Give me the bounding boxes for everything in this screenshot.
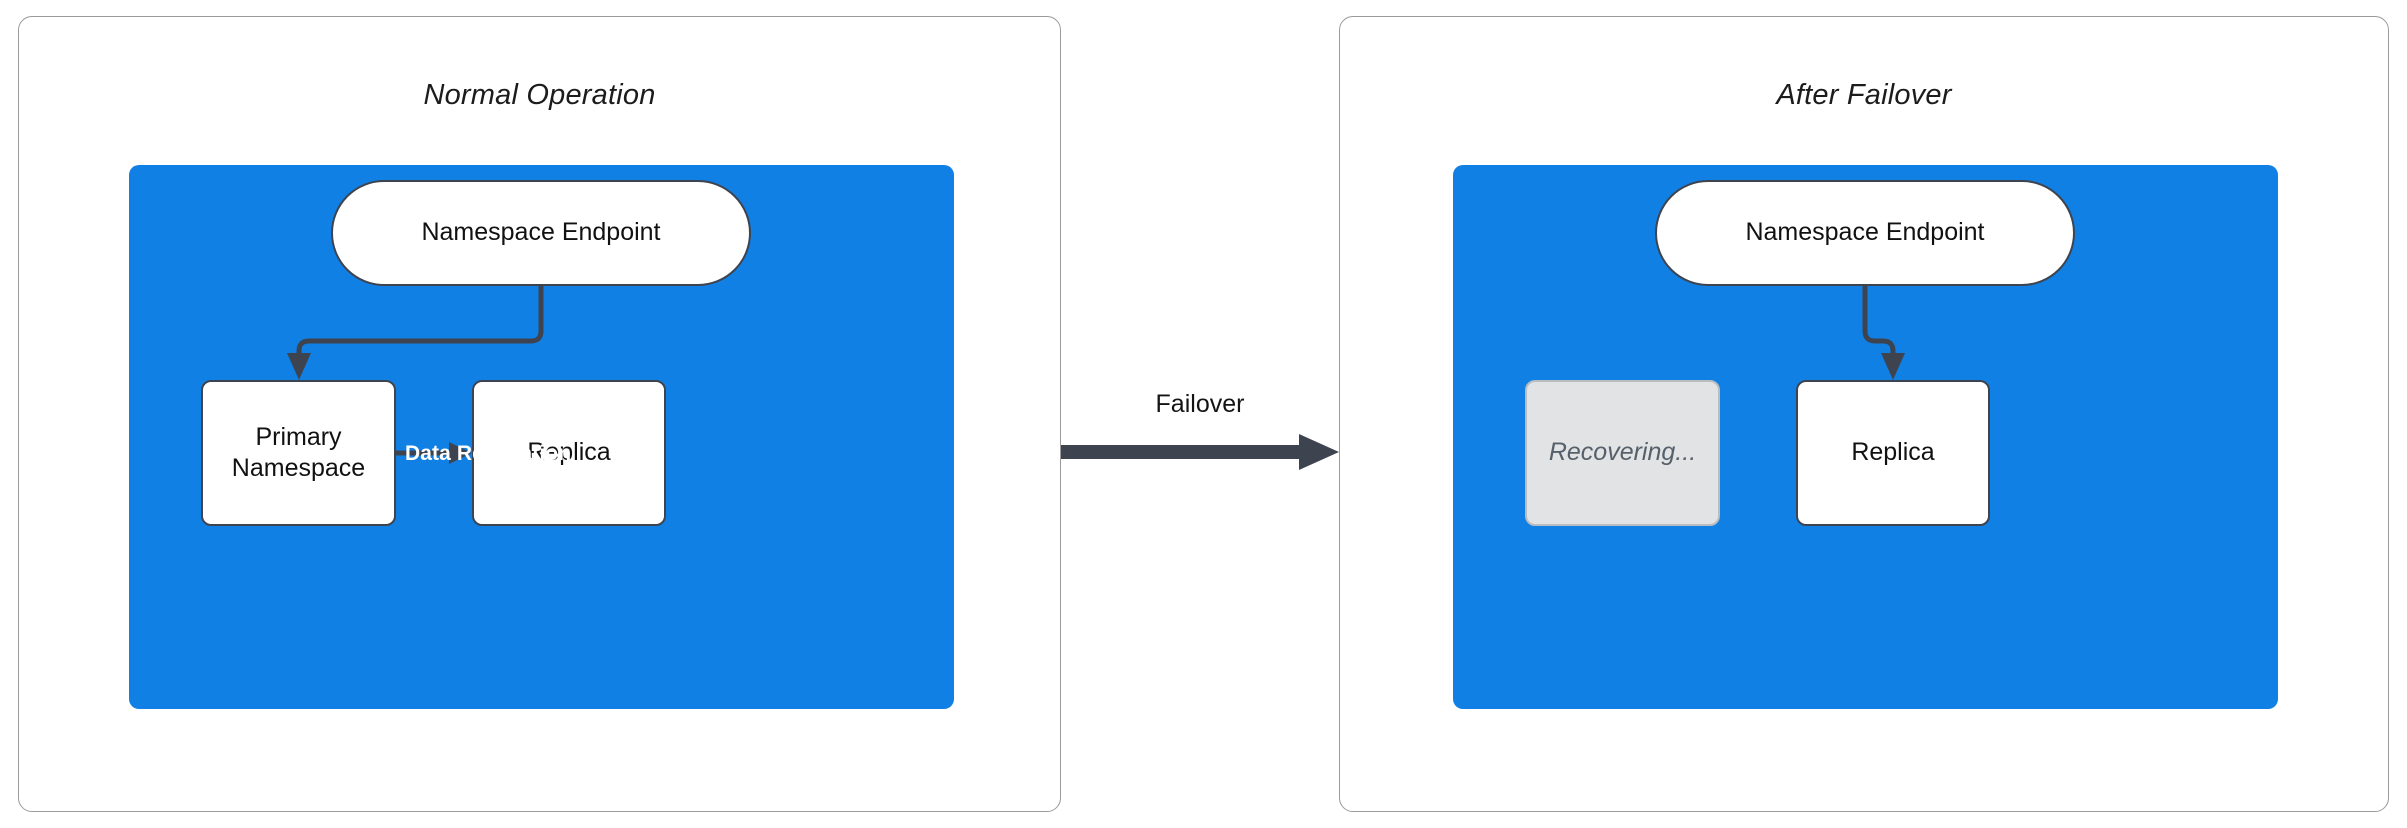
- node-label: Namespace Endpoint: [1745, 218, 1985, 247]
- namespace-group-right: Namespace Endpoint Recovering... Replica: [1453, 165, 2278, 709]
- node-replica-left[interactable]: Replica: [472, 380, 666, 526]
- node-namespace-endpoint-left[interactable]: Namespace Endpoint: [331, 180, 751, 286]
- panel-normal-operation: Normal Operation Namespace Endpoint Prim…: [18, 16, 1061, 812]
- panel-after-failover: After Failover Namespace Endpoint Recove…: [1339, 16, 2389, 812]
- panel-title-after-failover: After Failover: [1776, 79, 1952, 111]
- node-namespace-endpoint-right[interactable]: Namespace Endpoint: [1655, 180, 2075, 286]
- node-label: Recovering...: [1548, 438, 1697, 467]
- node-label-line1: Primary: [255, 422, 342, 451]
- arrowhead-endpoint-to-primary: [287, 353, 311, 380]
- panel-title-normal-operation: Normal Operation: [423, 79, 656, 111]
- failover-transition: Failover: [1061, 390, 1339, 500]
- node-recovering[interactable]: Recovering...: [1525, 380, 1720, 526]
- failover-label: Failover: [1155, 390, 1245, 418]
- arrowhead-endpoint-to-replica: [1881, 353, 1905, 380]
- failover-arrow-icon: [1061, 434, 1339, 470]
- node-label: Replica: [527, 438, 611, 467]
- node-label: Namespace Endpoint: [421, 218, 661, 247]
- edge-endpoint-to-replica: [1862, 283, 1896, 368]
- edge-endpoint-to-primary: [296, 283, 544, 368]
- failover-arrowhead: [1299, 434, 1339, 470]
- node-label-line2: Namespace: [231, 454, 366, 482]
- edge-label-data-replication: Data Replication: [405, 442, 572, 465]
- failover-arrow-shaft: [1061, 445, 1305, 459]
- node-replica-right[interactable]: Replica: [1796, 380, 1990, 526]
- node-label: Replica: [1851, 438, 1935, 467]
